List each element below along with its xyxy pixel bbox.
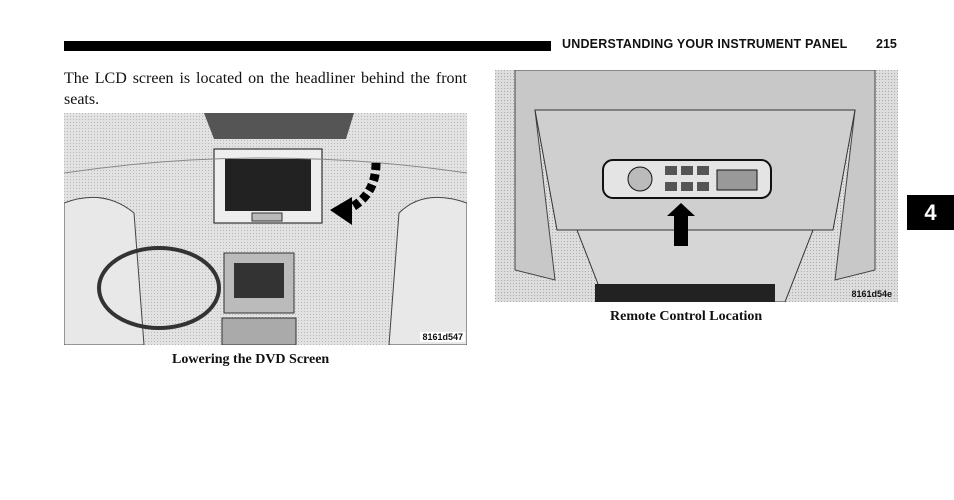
intro-paragraph: The LCD screen is located on the headlin… [64, 70, 467, 108]
figure-caption: Lowering the DVD Screen [172, 352, 330, 367]
figure-caption: Remote Control Location [610, 309, 763, 324]
chapter-tab: 4 [907, 195, 954, 230]
dvd-screen-illustration: 8161d547 [64, 113, 467, 345]
figure-code: 8161d547 [420, 332, 465, 342]
page-number: 215 [876, 37, 897, 51]
remote-control-illustration: 8161d54e [495, 70, 898, 302]
header-rule [64, 41, 551, 51]
figure-code: 8161d54e [851, 289, 892, 299]
section-title: UNDERSTANDING YOUR INSTRUMENT PANEL [562, 37, 848, 51]
